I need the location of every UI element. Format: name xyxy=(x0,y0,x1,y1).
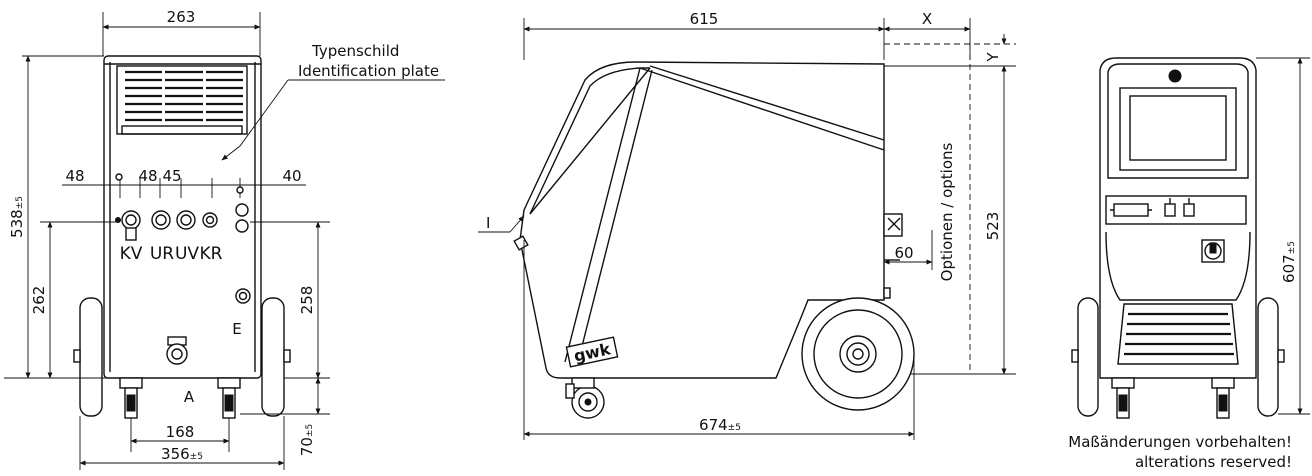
dim-262-label: 262 xyxy=(30,286,48,315)
dim-538-label: 538±5 xyxy=(8,196,26,238)
rear-wheel-left xyxy=(1077,297,1099,417)
port-label-ur: UR xyxy=(150,244,174,264)
rear-display xyxy=(1119,87,1237,171)
rear-view: 607±5 Maßänderungen vorbehalten! alterat… xyxy=(1068,57,1310,471)
port-label-kr: KR xyxy=(200,244,223,264)
dim-523-label: 523 xyxy=(984,212,1002,241)
dim-70-label: 70±5 xyxy=(298,424,316,456)
note-line-1: Maßänderungen vorbehalten! xyxy=(1068,433,1292,451)
side-view: 615 X Y Optionen / options 523 I xyxy=(478,10,1016,440)
rear-grille xyxy=(1117,303,1239,365)
dim-45: 45 xyxy=(162,167,181,185)
port-label-uv: UV xyxy=(175,244,199,264)
dim-263-label: 263 xyxy=(167,8,196,26)
side-wheel xyxy=(801,297,915,411)
dim-674-label: 674±5 xyxy=(699,416,741,434)
side-housing xyxy=(519,61,885,379)
front-wheel-left xyxy=(79,297,103,417)
front-wheel-right xyxy=(261,297,285,417)
port-label-kv: KV xyxy=(120,244,143,264)
dim-y-label: Y xyxy=(984,52,1002,63)
label-a: A xyxy=(184,388,195,406)
note-line-2: alterations reserved! xyxy=(1135,453,1292,471)
typenschild-label: Typenschild xyxy=(311,42,399,60)
front-casters xyxy=(119,377,241,419)
dim-607-label: 607±5 xyxy=(1280,241,1298,283)
dim-40: 40 xyxy=(282,167,301,185)
options-label: Optionen / options xyxy=(938,143,956,282)
coolant-ports xyxy=(115,203,249,241)
dim-356-label: 356±5 xyxy=(161,445,203,463)
vent-grille xyxy=(116,65,248,135)
dim-258-label: 258 xyxy=(298,286,316,315)
label-i: I xyxy=(486,214,490,232)
dim-60-label: 60 xyxy=(894,244,913,262)
dim-x-label: X xyxy=(922,10,932,28)
dim-615-label: 615 xyxy=(690,10,719,28)
dim-168-label: 168 xyxy=(166,423,195,441)
label-e: E xyxy=(232,320,241,338)
front-view: 263 xyxy=(4,8,445,470)
identification-plate-label: Identification plate xyxy=(298,62,439,80)
dim-48-left: 48 xyxy=(65,167,84,185)
dim-48-mid: 48 xyxy=(138,167,157,185)
rear-wheel-right xyxy=(1257,297,1279,417)
